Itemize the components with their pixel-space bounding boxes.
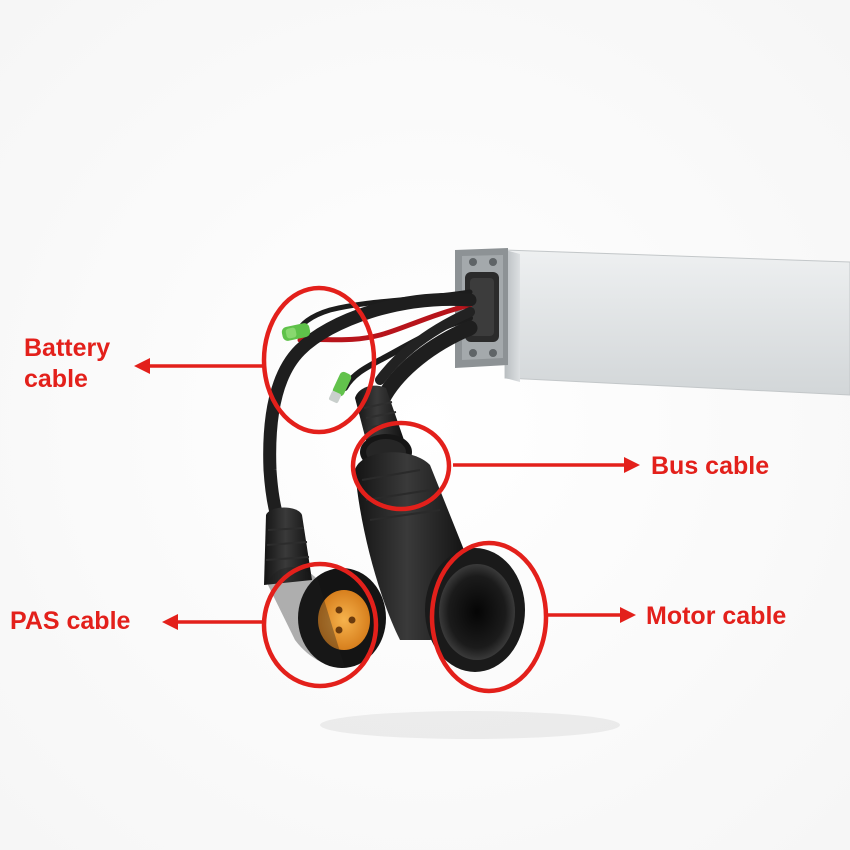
battery-highlight-circle — [261, 285, 377, 435]
bus-cable-label: Bus cable — [651, 452, 770, 480]
battery-label-line1: Battery — [24, 334, 111, 362]
pas-highlight-circle — [261, 561, 379, 689]
bus-highlight-circle — [350, 420, 452, 512]
motor-highlight-circle — [429, 540, 549, 694]
battery-cable-label: Battery cable — [24, 333, 110, 395]
controller-box — [455, 248, 850, 396]
motor-cable-label: Motor cable — [646, 602, 787, 630]
battery-label-line2: cable — [24, 365, 88, 393]
annotation-arrows — [134, 358, 640, 630]
motor-connector — [355, 452, 525, 672]
bus-terminal — [329, 371, 352, 403]
annotation-marks — [261, 285, 549, 694]
pas-connector — [264, 507, 386, 668]
pas-cable-label: PAS cable — [10, 607, 131, 635]
battery-terminal — [281, 323, 311, 341]
